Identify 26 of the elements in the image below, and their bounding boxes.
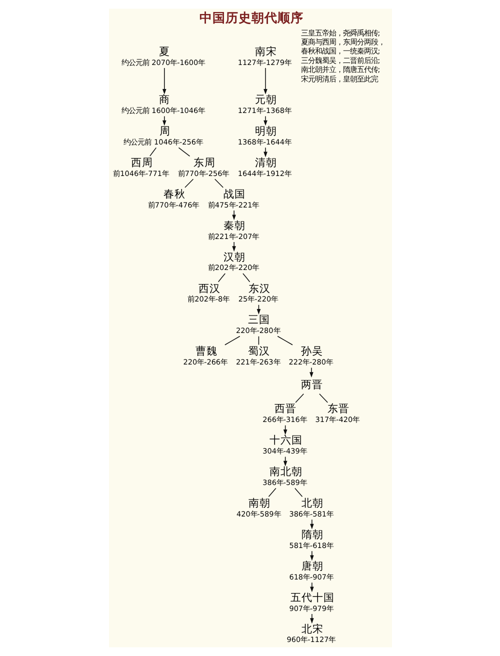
diagram-title: 中国历史朝代顺序 (198, 10, 303, 26)
node-text: 两晋 (300, 378, 322, 391)
connector (294, 488, 302, 498)
arrow (310, 550, 314, 561)
arrow (310, 614, 314, 624)
arrow (310, 519, 314, 530)
arrow (309, 367, 313, 378)
connector (149, 147, 156, 156)
connector (184, 178, 194, 188)
arrow (232, 210, 236, 220)
arrow (162, 116, 166, 126)
arrow (162, 68, 166, 94)
connector (318, 394, 328, 403)
connector (294, 394, 304, 403)
connector (224, 336, 240, 346)
arrow (263, 147, 267, 158)
arrow (263, 116, 267, 126)
connector (217, 273, 226, 282)
arrow (232, 242, 236, 252)
connector (214, 178, 224, 188)
connector (178, 147, 190, 157)
connector (242, 273, 250, 282)
arrow (310, 582, 314, 592)
arrow (263, 68, 267, 94)
connector (276, 336, 292, 346)
connector (268, 488, 276, 498)
